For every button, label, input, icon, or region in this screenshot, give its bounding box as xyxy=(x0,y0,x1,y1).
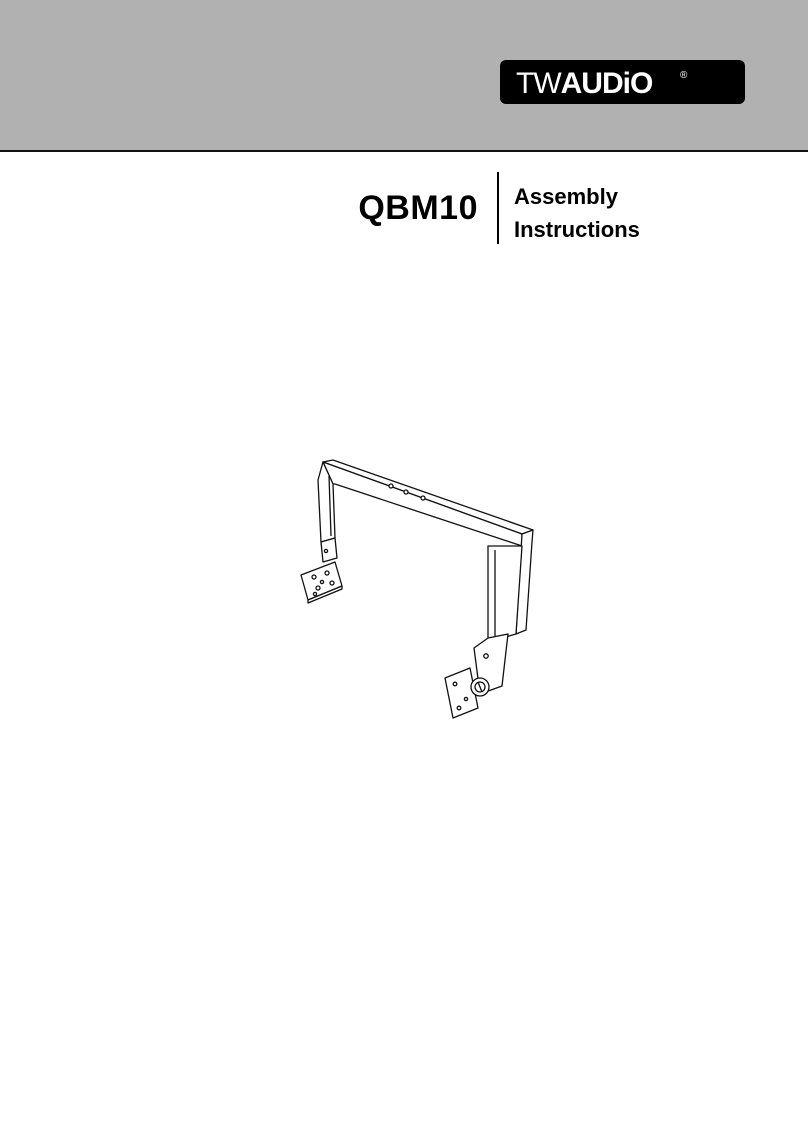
left-plate-hole xyxy=(316,586,320,590)
crossbar-hole xyxy=(421,496,425,500)
document-title-line-1: Assembly xyxy=(514,180,640,213)
header-band: TWAUDiO ® xyxy=(0,0,808,152)
right-plate-hole xyxy=(453,682,457,686)
left-arm-lower xyxy=(321,538,337,562)
brand-logo-bold-text: AUDiO xyxy=(561,67,653,100)
right-arm-front xyxy=(488,546,522,640)
left-plate-hole xyxy=(325,571,329,575)
brand-logo-light-text: TW xyxy=(516,67,562,100)
document-title-line-2: Instructions xyxy=(514,213,640,246)
crossbar-hole xyxy=(389,484,393,488)
crossbar-front-face xyxy=(323,462,522,546)
left-plate-hole xyxy=(312,575,316,579)
left-plate-hole xyxy=(330,581,334,585)
right-hinge-hole xyxy=(484,654,488,658)
registered-mark: ® xyxy=(680,70,688,81)
crossbar-top-face xyxy=(323,460,533,534)
mounting-bracket-drawing xyxy=(290,450,550,725)
right-plate-hole xyxy=(457,706,461,710)
left-plate-hole xyxy=(313,592,316,595)
title-divider xyxy=(497,172,499,244)
product-code: QBM10 xyxy=(358,186,478,230)
brand-logo: TWAUDiO ® xyxy=(500,60,745,104)
crossbar-hole xyxy=(404,490,408,494)
document-title: Assembly Instructions xyxy=(514,180,640,246)
brand-logo-wordmark: TWAUDiO ® xyxy=(500,60,745,104)
bracket-illustration xyxy=(290,450,550,725)
left-plate-hole xyxy=(320,580,323,583)
right-plate-hole xyxy=(464,697,467,700)
svg-text:TWAUDiO: TWAUDiO xyxy=(516,67,653,100)
left-arm-hole xyxy=(324,549,327,552)
